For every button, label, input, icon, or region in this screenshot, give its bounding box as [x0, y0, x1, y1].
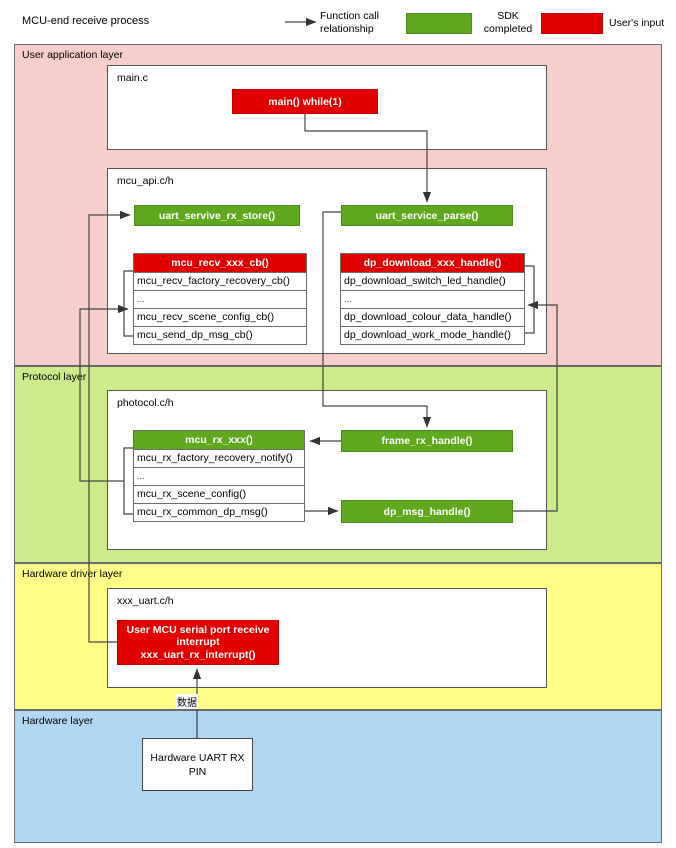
file-label-photocol: photocol.c/h	[117, 397, 174, 409]
file-label-xxx-uart: xxx_uart.c/h	[117, 595, 174, 607]
hw-pin-line-1: Hardware UART RX	[150, 751, 245, 764]
table-mcu-recv-callbacks: mcu_recv_xxx_cb() mcu_recv_factory_recov…	[133, 253, 307, 345]
layer-label-protocol: Protocol layer	[22, 371, 87, 383]
table-row[interactable]: mcu_rx_factory_recovery_notify()	[134, 449, 304, 467]
uart-interrupt-line-1: User MCU serial port receive	[126, 623, 270, 636]
node-main-while[interactable]: main() while(1)	[232, 89, 378, 114]
legend-green-swatch	[406, 13, 472, 34]
node-hardware-uart-rx-pin[interactable]: Hardware UART RX PIN	[142, 738, 253, 791]
table-header-mcu-rx: mcu_rx_xxx()	[134, 431, 304, 449]
node-uart-servive-rx-store[interactable]: uart_servive_rx_store()	[134, 205, 300, 226]
hw-pin-line-2: PIN	[188, 765, 207, 778]
table-row[interactable]: mcu_send_dp_msg_cb()	[134, 326, 306, 344]
layer-label-hardware: Hardware layer	[22, 715, 94, 727]
uart-interrupt-line-2: interrupt	[176, 636, 220, 649]
table-row[interactable]: ...	[134, 467, 304, 485]
node-frame-rx-handle[interactable]: frame_rx_handle()	[341, 430, 513, 452]
table-row[interactable]: dp_download_colour_data_handle()	[341, 308, 524, 326]
table-dp-download-handles: dp_download_xxx_handle() dp_download_swi…	[340, 253, 525, 345]
table-header-mcu-recv: mcu_recv_xxx_cb()	[134, 254, 306, 272]
file-label-main-c: main.c	[117, 72, 148, 84]
table-row[interactable]: dp_download_work_mode_handle()	[341, 326, 524, 344]
layer-label-hardware-driver: Hardware driver layer	[22, 568, 123, 580]
legend-red-swatch	[541, 13, 603, 34]
legend-arrow-label: Function call relationship	[320, 10, 379, 35]
table-header-dp-download: dp_download_xxx_handle()	[341, 254, 524, 272]
data-flow-label: 数据	[176, 694, 198, 709]
node-dp-msg-handle[interactable]: dp_msg_handle()	[341, 500, 513, 523]
table-row[interactable]: mcu_recv_scene_config_cb()	[134, 308, 306, 326]
diagram-title: MCU-end receive process	[22, 15, 150, 27]
legend-red-label: User's input	[609, 17, 665, 29]
table-mcu-rx-functions: mcu_rx_xxx() mcu_rx_factory_recovery_not…	[133, 430, 305, 522]
table-row[interactable]: mcu_rx_scene_config()	[134, 485, 304, 503]
uart-interrupt-line-3: xxx_uart_rx_interrupt()	[140, 648, 256, 661]
layer-label-user-application: User application layer	[22, 49, 123, 61]
table-row[interactable]: dp_download_switch_led_handle()	[341, 272, 524, 290]
table-row[interactable]: ...	[341, 290, 524, 308]
node-uart-service-parse[interactable]: uart_service_parse()	[341, 205, 513, 226]
table-row[interactable]: mcu_recv_factory_recovery_cb()	[134, 272, 306, 290]
file-label-mcu-api: mcu_api.c/h	[117, 175, 174, 187]
table-row[interactable]: ...	[134, 290, 306, 308]
legend-green-label: SDK completed	[483, 10, 533, 35]
table-row[interactable]: mcu_rx_common_dp_msg()	[134, 503, 304, 521]
layer-hardware: Hardware layer	[14, 710, 662, 843]
node-xxx-uart-rx-interrupt[interactable]: User MCU serial port receive interrupt x…	[117, 620, 279, 665]
